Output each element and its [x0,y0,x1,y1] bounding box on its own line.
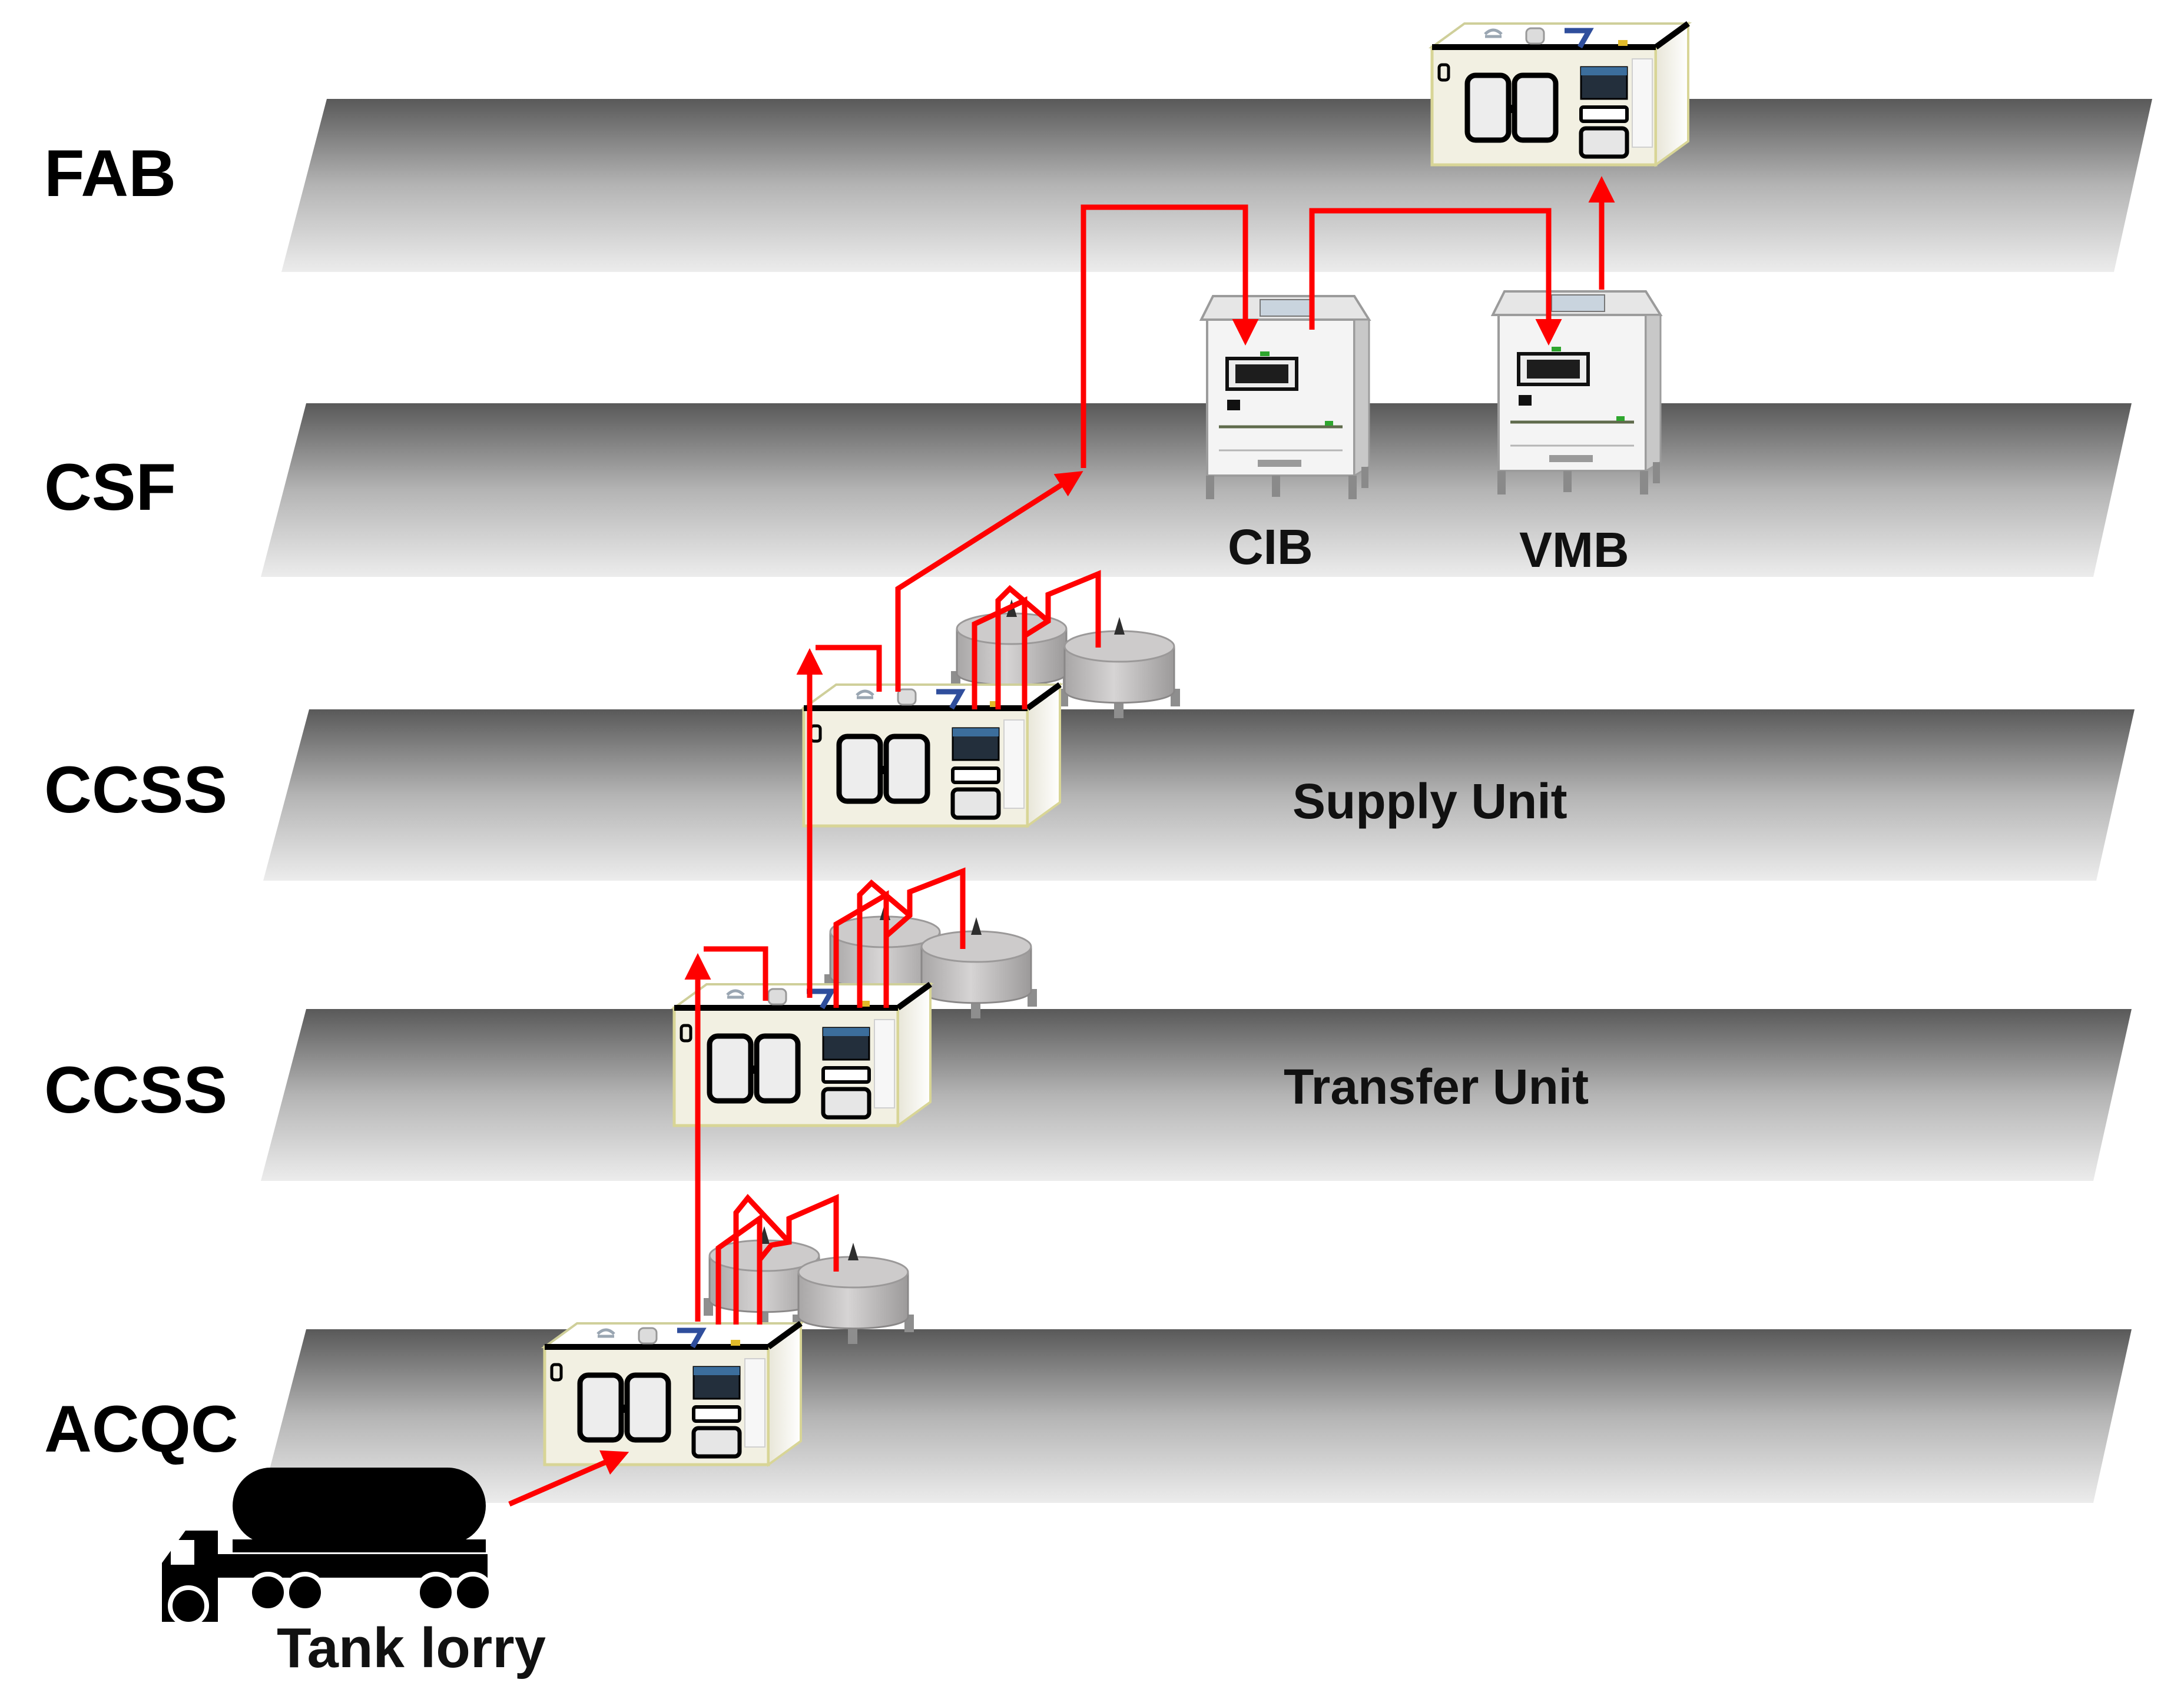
vmb-cabinet [1493,291,1661,494]
tank-lorry-icon [162,1468,493,1627]
supply-tank-pipe-3 [972,596,1028,709]
level-label-fab: FAB [44,137,176,210]
flow-cib-to-vmb [1309,208,1562,346]
transfer-tank-pipe-2 [883,867,966,1008]
fab-cabinet [1432,24,1688,165]
acqc-tank-pipe-3 [715,1213,763,1325]
transfer-cabinet [674,984,930,1126]
level-label-acqc: ACQC [44,1392,238,1466]
acqc-cabinet [545,1323,801,1465]
floor-acqc [261,1329,2132,1503]
flow-riser-to-cib [1081,204,1259,468]
supply-cabinet [804,685,1060,826]
supply-tank-front [1058,616,1181,719]
floor-ccss-supply [263,709,2135,881]
flow-lorry-to-acqc [508,1450,629,1507]
supply-tank-pipe-1 [995,585,1050,709]
cib-label: CIB [1228,519,1313,575]
cib-cabinet [1201,296,1369,499]
flow-supply-to-csf [895,471,1083,692]
level-label-ccss-transfer: CCSS [44,1053,227,1127]
supply-top-loop [816,645,882,692]
transfer-tank-pipe-3 [833,890,889,1008]
transfer-unit-label: Transfer Unit [1284,1059,1589,1114]
level-label-ccss-supply: CCSS [44,753,227,827]
level-label-csf: CSF [44,450,176,524]
transfer-top-loop [704,946,768,1001]
supply-unit-label: Supply Unit [1292,774,1567,829]
tank-lorry-label: Tank lorry [277,1617,546,1680]
vmb-label: VMB [1519,522,1629,577]
floor-fab [281,99,2152,272]
floor-ccss-transfer [261,1009,2132,1181]
acqc-tank-pipe-1 [733,1194,791,1325]
flow-lines [508,176,1615,1507]
floor-csf [261,403,2132,577]
transfer-tank-pipe-1 [857,879,912,1008]
supply-tank-pipe-2 [1022,570,1101,709]
